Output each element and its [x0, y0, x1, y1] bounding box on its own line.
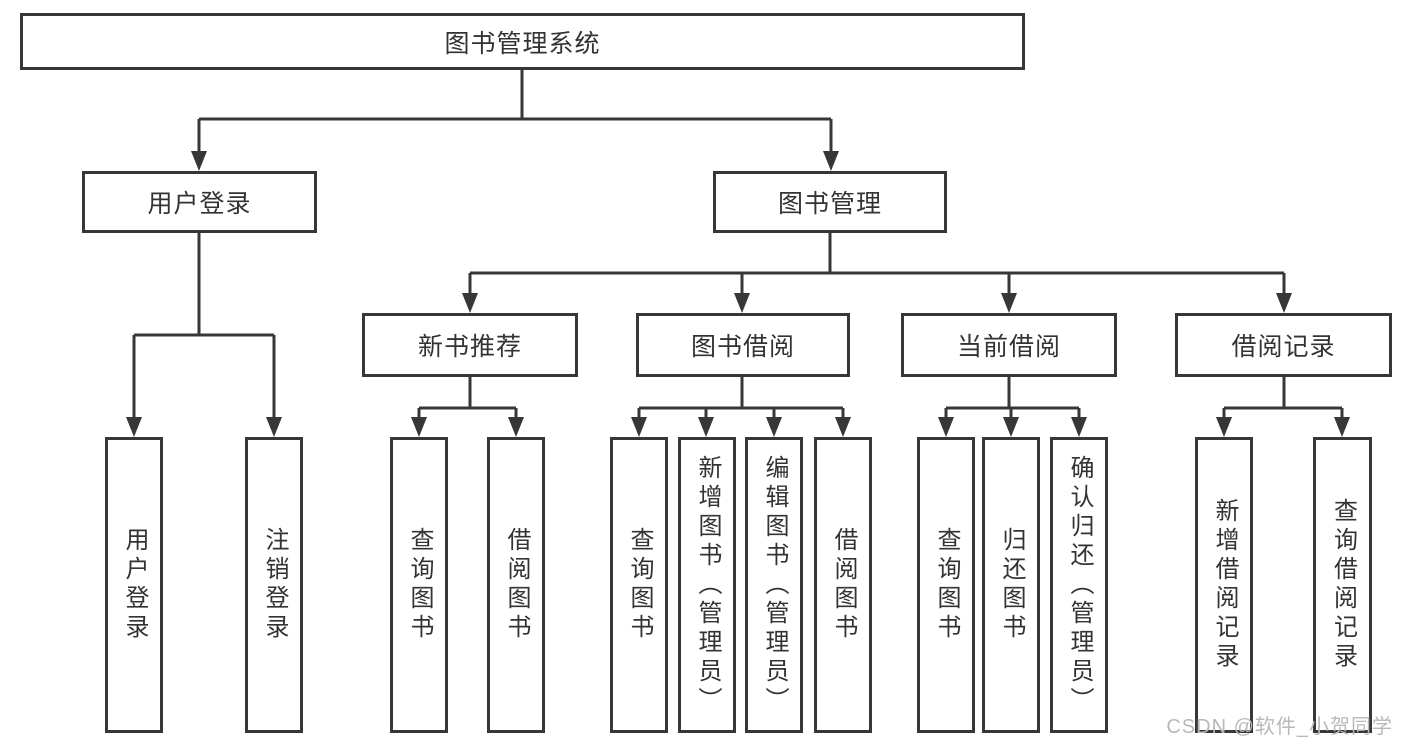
leaf-query-books-recommend: 查询图书 [390, 437, 448, 733]
leaf-borrow-books-recommend: 借阅图书 [487, 437, 545, 733]
node-label: 当前借阅 [956, 333, 1061, 361]
node-label: 借阅记录 [1231, 333, 1336, 361]
leaf-add-borrow-record: 新增借阅记录 [1195, 437, 1253, 733]
leaf-query-books-current: 查询图书 [917, 437, 975, 733]
node-new-book-recommend: 新书推荐 [362, 313, 578, 377]
leaf-label: 用户登录 [121, 527, 148, 643]
leaf-label: 注销登录 [261, 527, 288, 643]
leaf-query-borrow-record: 查询借阅记录 [1313, 437, 1372, 733]
leaf-confirm-return-admin: 确认归还（管理员） [1050, 437, 1108, 733]
leaf-label: 确认归还（管理员） [1066, 454, 1093, 716]
node-label: 图书管理 [777, 190, 882, 218]
leaf-add-book-admin: 新增图书（管理员） [678, 437, 736, 733]
arrowheads [126, 151, 1350, 437]
leaf-query-books-borrowing: 查询图书 [610, 437, 668, 733]
node-label: 图书借阅 [690, 333, 795, 361]
node-library-management-system: 图书管理系统 [20, 13, 1025, 70]
node-book-management: 图书管理 [713, 171, 947, 233]
node-label: 图书管理系统 [444, 29, 601, 58]
leaf-label: 查询图书 [626, 527, 653, 643]
node-label: 新书推荐 [417, 333, 522, 361]
leaf-label: 查询借阅记录 [1329, 498, 1357, 672]
leaf-label: 归还图书 [998, 527, 1025, 643]
leaf-label: 借阅图书 [830, 527, 857, 643]
leaf-return-book: 归还图书 [982, 437, 1040, 733]
leaf-logout: 注销登录 [245, 437, 303, 733]
leaf-label: 查询图书 [933, 527, 960, 643]
csdn-watermark: CSDN @软件_小贺同学 [1166, 716, 1393, 738]
node-borrowing-records: 借阅记录 [1175, 313, 1392, 377]
node-label: 用户登录 [147, 190, 252, 218]
leaf-borrow-books-borrowing: 借阅图书 [814, 437, 872, 733]
leaf-label: 新增图书（管理员） [694, 454, 721, 716]
leaf-label: 查询图书 [406, 527, 433, 643]
node-user-login: 用户登录 [82, 171, 317, 233]
leaf-edit-book-admin: 编辑图书（管理员） [745, 437, 803, 733]
leaf-label: 借阅图书 [503, 527, 530, 643]
leaf-label: 新增借阅记录 [1211, 498, 1238, 672]
node-current-borrowing: 当前借阅 [901, 313, 1117, 377]
leaf-label: 编辑图书（管理员） [761, 454, 788, 716]
leaf-user-login: 用户登录 [105, 437, 163, 733]
node-book-borrowing: 图书借阅 [636, 313, 850, 377]
